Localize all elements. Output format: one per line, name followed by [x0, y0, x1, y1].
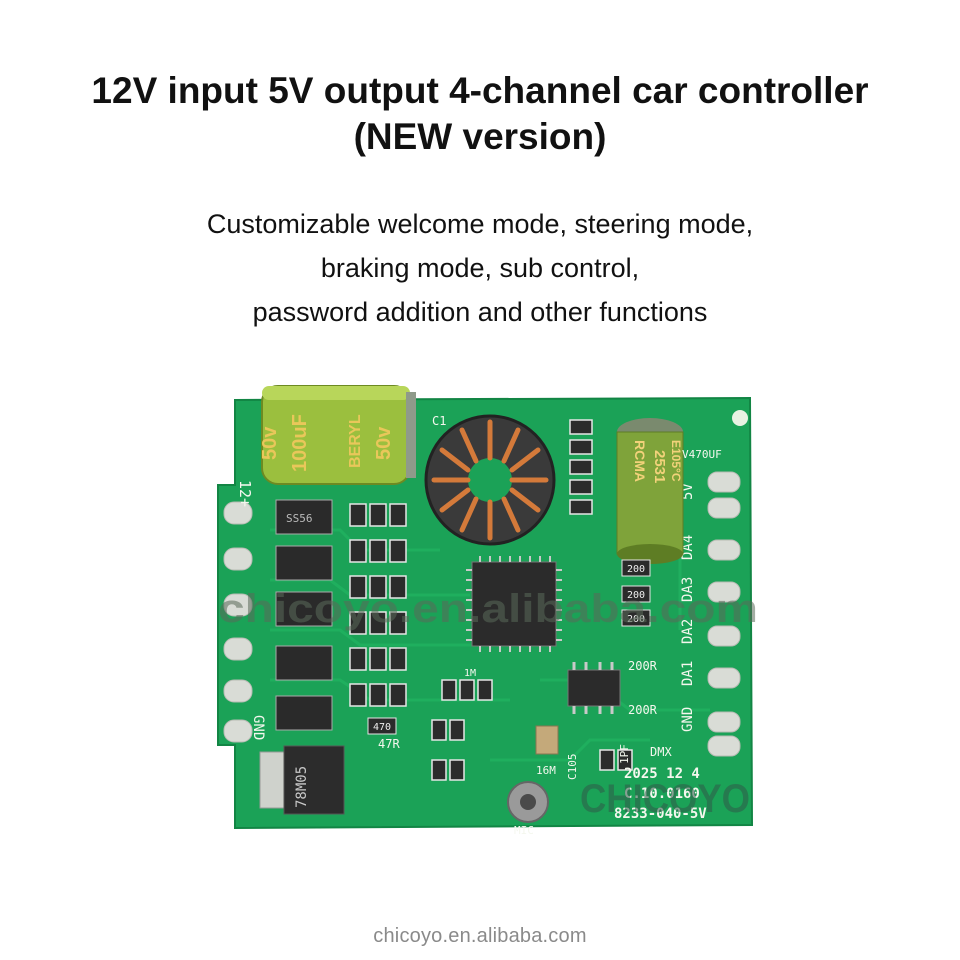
cap-left-label-2: 100uF	[289, 414, 311, 472]
feature-description: Customizable welcome mode, steering mode…	[0, 202, 960, 334]
right-solder-pads	[707, 471, 741, 757]
silk-label-470uf: V470UF	[682, 448, 722, 461]
pin-label-gnd-right: GND	[680, 707, 696, 732]
schottky-diodes: SS56	[275, 499, 333, 731]
watermark-alibaba: chicoyo.en.alibaba.com	[218, 587, 758, 631]
capacitor-470uf: RCMA 2531 E105°C	[616, 418, 684, 564]
resistor-label-2: 200	[627, 590, 645, 601]
diode-marking: SS56	[286, 512, 313, 525]
left-solder-pads	[223, 501, 253, 743]
pin-label-da1: DA1	[680, 661, 696, 686]
cap-left-label-3: BERYL	[347, 414, 364, 468]
pin-label-da2: DA2	[680, 619, 696, 644]
subtitle-line-2: braking mode, sub control,	[320, 253, 640, 283]
pin-label-da4: DA4	[680, 535, 696, 560]
title-line-1: 12V input 5V output 4-channel car contro…	[91, 70, 869, 111]
pin-label-12v: 12+	[236, 480, 254, 507]
pcb-board-photo: 12+ GND 5V DA4 DA3 DA2 DA1 GND 50v 100uF…	[210, 380, 760, 840]
resistor-label-3: 200	[627, 614, 645, 625]
silk-label-200r-1: 200R	[628, 659, 658, 673]
footer-url: chicoyo.en.alibaba.com	[373, 925, 587, 947]
resistor-label-4: 470	[373, 722, 391, 733]
regulator-marking: 78M05	[294, 766, 310, 808]
pin-label-5v: 5V	[680, 483, 696, 500]
silk-label-1pf: 1PF	[618, 744, 631, 764]
capacitor-50v-100uf: 50v 100uF BERYL 50v	[259, 385, 416, 485]
silk-label-1m: 1M	[464, 668, 476, 679]
microphone	[507, 781, 549, 823]
crystal-oscillator	[535, 725, 559, 755]
resistor-array	[349, 419, 633, 781]
subtitle-line-1: Customizable welcome mode, steering mode…	[206, 209, 754, 239]
labelled-resistors: 200 200 200 470	[367, 559, 651, 735]
cap-right-label-2: 2531	[651, 450, 668, 483]
resistor-label-1: 200	[627, 564, 645, 575]
cap-right-label-1: RCMA	[632, 440, 648, 482]
mounting-hole	[732, 410, 748, 426]
silk-label-200r-2: 200R	[628, 703, 658, 717]
board-part-line: 8233-040-5V	[614, 806, 707, 822]
silk-label-16m: 16M	[536, 764, 556, 777]
cap-left-label-4: 50v	[373, 426, 395, 460]
page-title: 12V input 5V output 4-channel car contro…	[0, 68, 960, 160]
toroidal-inductor	[424, 414, 556, 546]
silk-label-mic: MIC	[514, 824, 534, 837]
silk-label-dmx: DMX	[650, 745, 672, 759]
soic8-chip	[567, 662, 621, 714]
silk-label-c1: C1	[432, 414, 446, 428]
silk-label-47r: 47R	[378, 737, 400, 751]
voltage-regulator-78m05: 78M05	[259, 745, 345, 815]
cap-left-label-1: 50v	[259, 426, 281, 460]
pin-label-gnd-left: GND	[250, 715, 266, 740]
pcb-board-illustration: 12+ GND 5V DA4 DA3 DA2 DA1 GND 50v 100uF…	[217, 385, 758, 837]
title-line-2: (NEW version)	[353, 116, 607, 157]
subtitle-line-3: password addition and other functions	[252, 297, 708, 327]
watermark-logo: CHICOYO	[580, 777, 750, 821]
silk-label-c105: C105	[566, 754, 579, 781]
pin-label-da3: DA3	[680, 577, 696, 602]
cap-right-label-3: E105°C	[669, 440, 683, 482]
board-code-line: C.10.0160	[624, 786, 700, 802]
board-date-line: 2025 12 4	[624, 766, 700, 782]
microcontroller-chip	[466, 556, 562, 652]
